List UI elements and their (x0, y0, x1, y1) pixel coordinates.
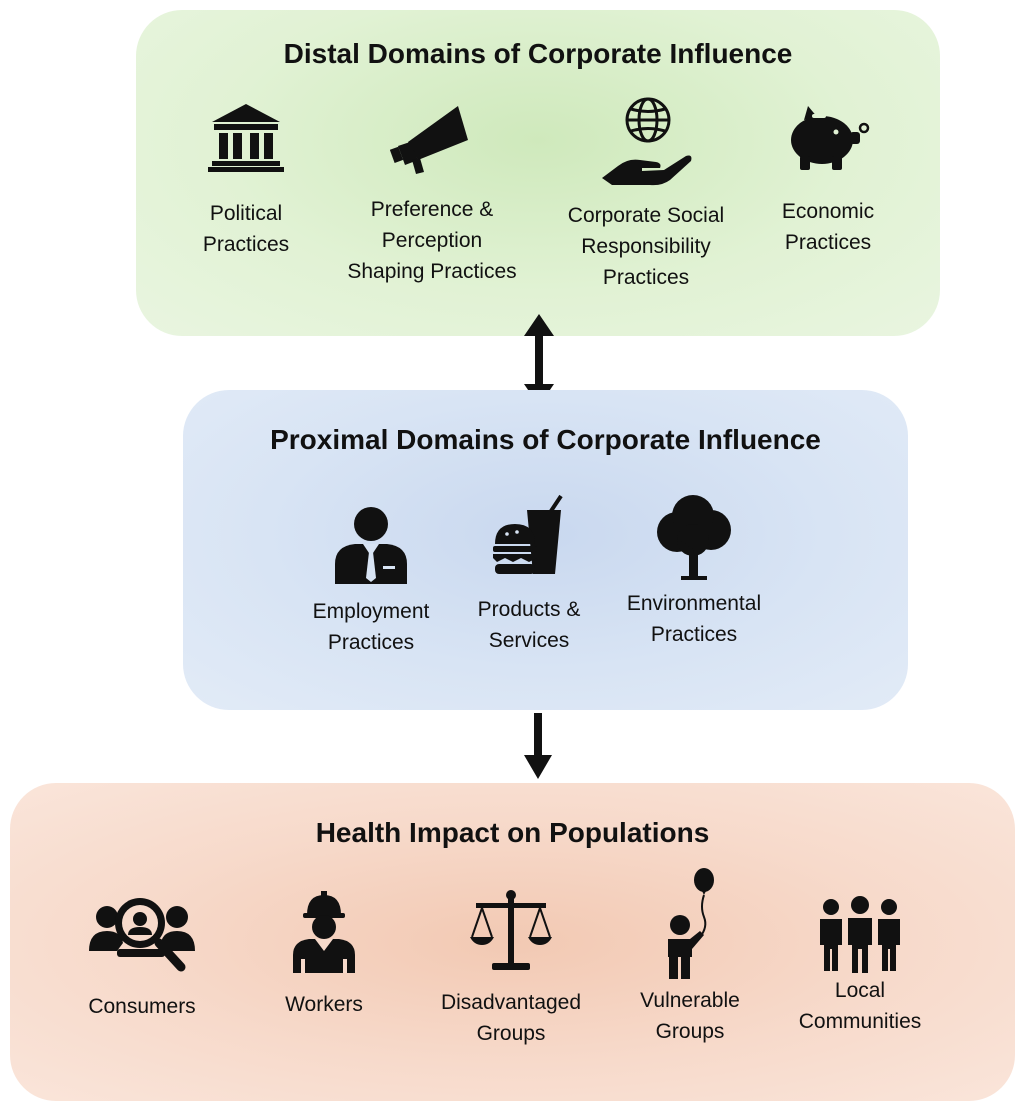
vulnerable-groups-item: Vulnerable Groups (618, 867, 762, 1047)
consumers-item: Consumers (72, 893, 212, 1022)
globe-in-hand-icon (602, 97, 692, 186)
businessman-icon (335, 507, 407, 584)
local-communities-label: Local Communities (798, 979, 922, 1033)
child-with-balloon-icon (668, 868, 714, 979)
vulnerable-groups-label: Vulnerable Groups (640, 989, 740, 1043)
bidirectional-arrow (524, 314, 554, 406)
scales-of-justice-icon (470, 890, 552, 970)
csr-practices-item: Corporate Social Responsibility Practice… (548, 96, 744, 293)
distal-domains-title: Distal Domains of Corporate Influence (283, 38, 793, 69)
preference-perception-item: Preference & Perception Shaping Practice… (332, 102, 532, 287)
down-arrow (524, 713, 552, 779)
group-of-people-icon (820, 896, 900, 973)
csr-practices-label: Corporate Social Responsibility Practice… (567, 204, 725, 289)
economic-practices-item: Economic Practices (756, 102, 900, 258)
environmental-practices-label: Environmental Practices (626, 592, 762, 646)
worker-hardhat-icon (293, 891, 355, 973)
proximal-domains-title: Proximal Domains of Corporate Influence (270, 424, 821, 455)
disadvantaged-groups-item: Disadvantaged Groups (422, 889, 600, 1049)
workers-label: Workers (285, 993, 363, 1016)
employment-practices-label: Employment Practices (312, 600, 430, 654)
megaphone-icon (390, 106, 468, 174)
workers-item: Workers (264, 889, 384, 1020)
health-impact-panel: Health Impact on Populations Consumers (10, 783, 1015, 1101)
piggy-bank-icon (791, 106, 870, 170)
consumers-magnifier-icon (89, 898, 195, 972)
employment-practices-item: Employment Practices (291, 506, 451, 658)
government-building-icon (208, 104, 284, 172)
preference-perception-label: Preference & Perception Shaping Practice… (347, 198, 517, 283)
economic-practices-label: Economic Practices (781, 200, 875, 254)
burger-drink-icon (493, 494, 563, 574)
products-services-label: Products & Services (477, 598, 581, 652)
consumers-label: Consumers (88, 995, 196, 1018)
health-impact-title: Health Impact on Populations (315, 817, 710, 848)
environmental-practices-item: Environmental Practices (607, 494, 781, 650)
proximal-domains-panel: Proximal Domains of Corporate Influence … (183, 390, 908, 710)
products-services-item: Products & Services (465, 494, 593, 656)
local-communities-item: Local Communities (780, 895, 940, 1037)
distal-domains-panel: Distal Domains of Corporate Influence Po… (136, 10, 940, 336)
political-practices-label: Political Practices (202, 202, 290, 256)
disadvantaged-groups-label: Disadvantaged Groups (440, 991, 582, 1045)
political-practices-item: Political Practices (172, 102, 320, 260)
tree-icon (657, 495, 731, 580)
